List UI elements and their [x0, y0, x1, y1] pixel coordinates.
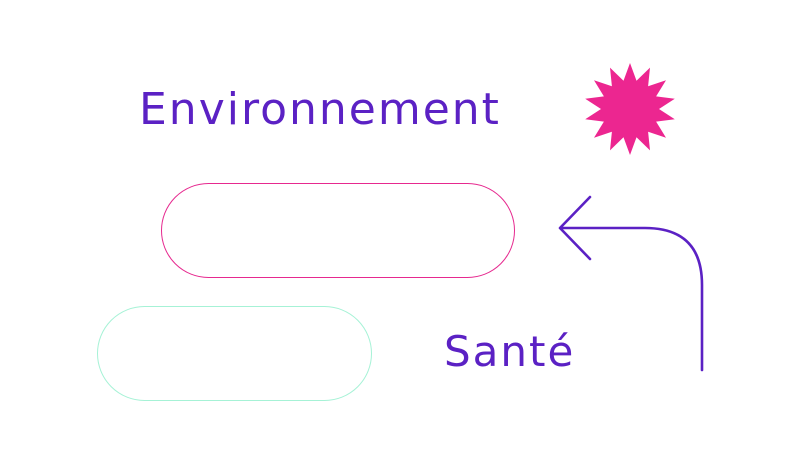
curved-arrow-left-icon	[558, 195, 704, 372]
pink-outline-pill	[161, 183, 515, 278]
starburst-icon	[585, 63, 675, 155]
mint-outline-pill	[97, 306, 372, 401]
health-label: Santé	[444, 327, 576, 376]
environment-label: Environnement	[139, 84, 501, 135]
